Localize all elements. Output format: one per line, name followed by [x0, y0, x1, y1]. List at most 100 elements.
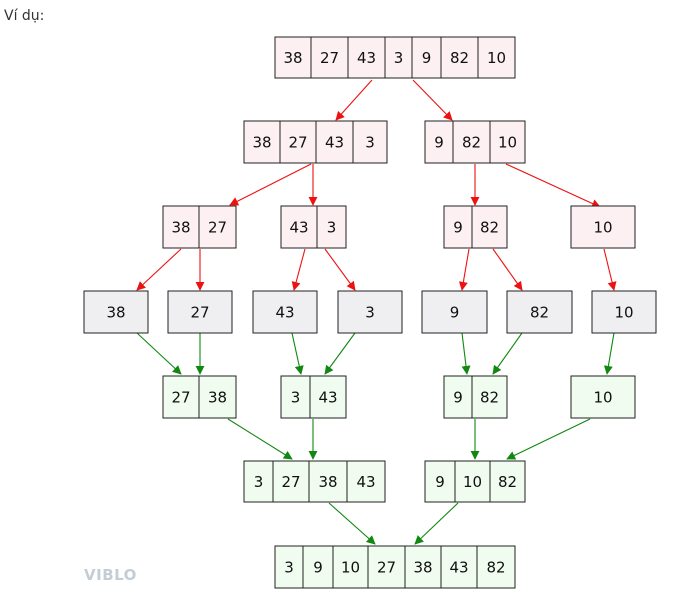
split-array-box-n3: 38 27: [162, 205, 237, 249]
array-box-outline: [337, 290, 403, 334]
split-array-box-n4: 43 3: [280, 205, 347, 249]
array-cell-value: 10: [614, 304, 633, 322]
viblo-watermark: VIBLO: [84, 566, 137, 584]
array-cell-value: 38: [208, 389, 227, 407]
array-cell-value: 27: [190, 304, 209, 322]
array-cell-value: 3: [365, 304, 375, 322]
array-cell-value: 82: [486, 559, 505, 577]
array-cell-value: 43: [318, 389, 337, 407]
merge-arrow-n11-n16: [461, 332, 471, 375]
array-cell-value: 9: [435, 473, 445, 491]
split-array-box-n6: 10: [570, 205, 636, 249]
split-arrow-n4-n10: [324, 248, 356, 291]
merge-array-box-n17: 10: [570, 375, 636, 419]
merge-array-box-n15: 3 43: [280, 375, 347, 419]
leaf-array-box-n10: 3: [337, 290, 403, 334]
array-box-outline: [421, 290, 488, 334]
array-box-outline: [443, 205, 508, 249]
array-box-outline: [443, 375, 508, 419]
array-cell-value: 27: [208, 219, 227, 237]
merge-arrow-n18-n20: [328, 502, 376, 545]
array-cell-value: 3: [254, 473, 264, 491]
split-arrow-n1-n3: [229, 163, 312, 206]
array-box-outline: [274, 36, 516, 79]
array-cell-value: 82: [480, 389, 499, 407]
array-cell-value: 38: [283, 49, 302, 67]
array-cell-value: 82: [480, 219, 499, 237]
array-cell-value: 3: [327, 219, 337, 237]
array-cell-value: 9: [453, 219, 463, 237]
array-cell-value: 27: [377, 559, 396, 577]
array-box-outline: [280, 375, 347, 419]
merge-arrow-n10-n15: [324, 332, 356, 375]
array-cell-value: 9: [422, 49, 432, 67]
merge-array-box-n14: 27 38: [162, 375, 237, 419]
array-cell-value: 3: [291, 389, 301, 407]
merge-array-box-n16: 9 82: [443, 375, 508, 419]
array-cell-value: 43: [275, 304, 294, 322]
leaf-array-box-n12: 82: [506, 290, 573, 334]
merge-arrow-n14-n18: [227, 418, 293, 460]
array-cell-value: 43: [449, 559, 468, 577]
merge-arrow-n19-n20: [414, 502, 459, 545]
array-cell-value: 38: [171, 219, 190, 237]
split-arrow-n0-n1: [335, 79, 373, 121]
split-array-box-n5: 9 82: [443, 205, 508, 249]
merge-arrow-n12-n16: [492, 332, 523, 375]
array-box-outline: [280, 205, 347, 249]
array-cell-value: 82: [530, 304, 549, 322]
leaf-array-box-n8: 27: [167, 290, 233, 334]
array-cell-value: 82: [462, 134, 481, 152]
array-cell-value: 27: [281, 473, 300, 491]
array-cell-value: 3: [365, 134, 375, 152]
leaf-array-box-n13: 10: [591, 290, 657, 334]
array-cell-value: 9: [450, 304, 460, 322]
array-box-outline: [424, 460, 526, 503]
array-box-outline: [83, 290, 149, 334]
array-cell-value: 27: [288, 134, 307, 152]
array-cell-value: 82: [450, 49, 469, 67]
array-box-outline: [252, 290, 318, 334]
split-arrow-n6-n13: [603, 248, 617, 291]
split-arrow-n0-n2: [412, 79, 453, 121]
array-cell-value: 10: [487, 49, 506, 67]
array-cell-value: 3: [284, 559, 294, 577]
array-cell-value: 9: [313, 559, 323, 577]
array-cell-value: 82: [498, 473, 517, 491]
leaf-array-box-n9: 43: [252, 290, 318, 334]
array-box-outline: [591, 290, 657, 334]
array-cell-value: 27: [320, 49, 339, 67]
array-cell-value: 3: [394, 49, 404, 67]
split-arrow-n5-n11: [458, 248, 470, 291]
array-cell-value: 43: [356, 473, 375, 491]
merge-arrow-n9-n15: [291, 332, 304, 375]
array-cell-value: 10: [498, 134, 517, 152]
array-box-outline: [570, 375, 636, 419]
array-cell-value: 10: [593, 219, 612, 237]
array-box-outline: [570, 205, 636, 249]
array-cell-value: 27: [171, 389, 190, 407]
leaf-array-box-n11: 9: [421, 290, 488, 334]
merge-arrow-n17-n19: [506, 418, 591, 460]
array-cell-value: 38: [106, 304, 125, 322]
split-arrow-n3-n7: [136, 248, 182, 291]
array-box-outline: [424, 120, 526, 164]
array-box-outline: [167, 290, 233, 334]
array-box-outline: [274, 545, 516, 589]
array-cell-value: 43: [289, 219, 308, 237]
split-arrow-n2-n6: [505, 163, 601, 208]
array-box-outline: [243, 460, 386, 503]
array-cell-value: 9: [453, 389, 463, 407]
split-arrow-n5-n12: [492, 248, 523, 291]
caption-label: Ví dụ:: [4, 8, 45, 24]
array-box-outline: [506, 290, 573, 334]
array-cell-value: 10: [463, 473, 482, 491]
leaf-array-box-n7: 38: [83, 290, 149, 334]
split-arrow-n4-n9: [291, 248, 306, 291]
